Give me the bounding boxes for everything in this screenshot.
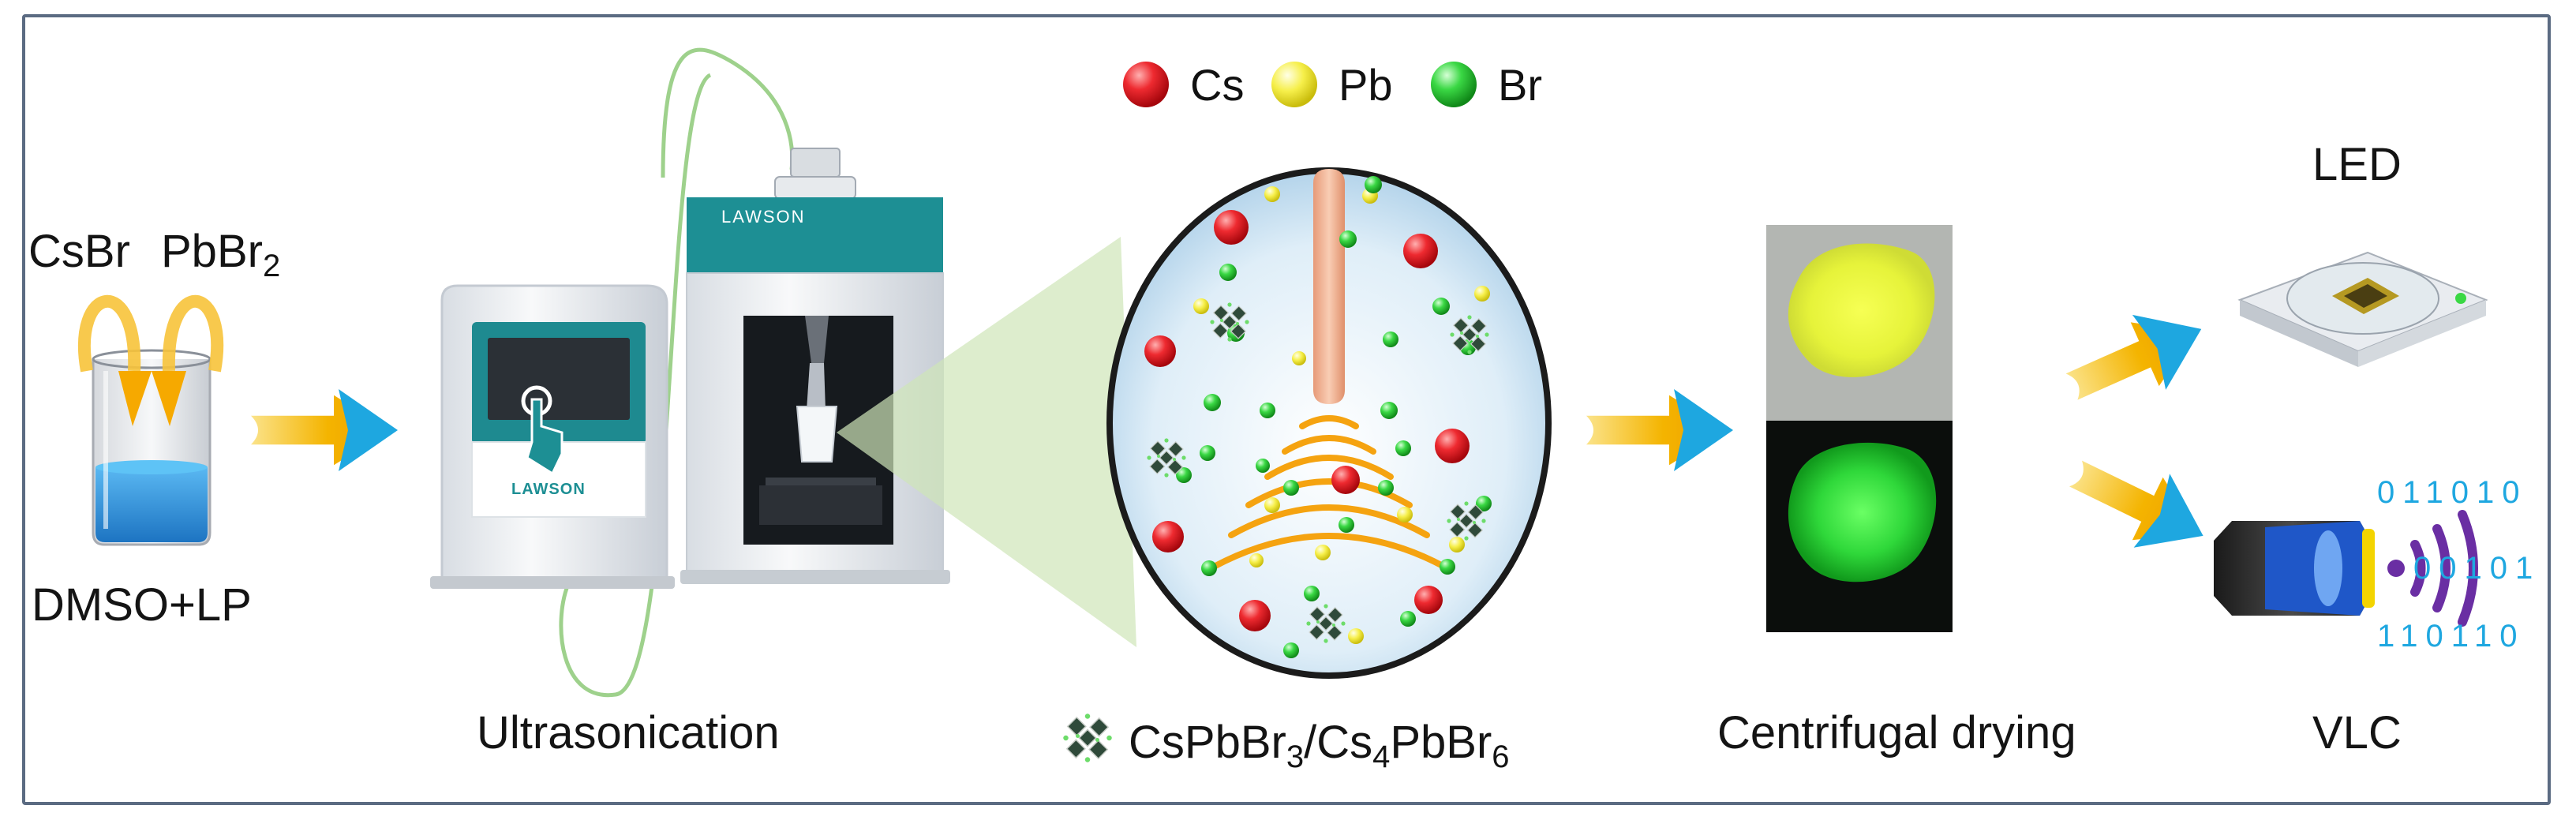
- br-atom: [1380, 402, 1398, 419]
- vlc-label: VLC: [2312, 710, 2402, 756]
- br-atom: [1283, 642, 1299, 658]
- pb-atom: [1348, 628, 1364, 644]
- br-atom: [1260, 403, 1275, 418]
- pb-atom: [1292, 351, 1306, 365]
- binary-row-2: 00101: [2413, 552, 2540, 584]
- br-atom: [1304, 586, 1320, 601]
- pb-atom: [1449, 537, 1465, 552]
- binary-row-1: 011010: [2377, 477, 2528, 508]
- ultrasonication-label: Ultrasonication: [477, 710, 780, 756]
- cs-atom: [1403, 234, 1438, 268]
- ultrasonicator-brand-top: LAWSON: [721, 208, 806, 226]
- product-label: CsPbBr3/Cs4PbBr6: [1129, 720, 1510, 773]
- pb-atom: [1397, 507, 1413, 522]
- br-atom: [1400, 611, 1416, 627]
- cs-atom: [1435, 429, 1470, 463]
- binary-row-3: 110110: [2377, 620, 2525, 652]
- legend-cs-atom: [1123, 62, 1169, 107]
- arrow-to-ultrasonication: [251, 389, 398, 471]
- legend-cs-label: Cs: [1190, 63, 1244, 107]
- pb-atom: [1474, 286, 1490, 302]
- cs-atom: [1214, 210, 1249, 245]
- cs-atom: [1414, 586, 1443, 614]
- ultrasonic-probe: [1313, 169, 1345, 404]
- cs-atom: [1239, 600, 1271, 631]
- cs-atom: [1152, 521, 1184, 552]
- legend-pb-atom: [1271, 62, 1317, 107]
- arrow-to-led: [2055, 291, 2218, 424]
- solvent-label: DMSO+LP: [32, 582, 252, 628]
- br-atom: [1200, 445, 1215, 461]
- br-atom: [1283, 480, 1299, 496]
- br-atom: [1440, 559, 1455, 575]
- legend-pb-label: Pb: [1339, 63, 1393, 107]
- centrifugal-drying-label: Centrifugal drying: [1717, 710, 2076, 756]
- ultrasonicator-brand-front: LAWSON: [511, 481, 586, 497]
- br-atom: [1395, 440, 1411, 456]
- arrow-to-centrifugal-drying: [1586, 389, 1733, 471]
- ultrasonicator-control-unit: [430, 286, 675, 589]
- powder-photo-uv: [1766, 421, 1953, 632]
- br-atom: [1383, 331, 1398, 347]
- beaker: [93, 350, 210, 545]
- br-atom: [1256, 459, 1270, 473]
- csbr-label: CsBr: [28, 229, 130, 275]
- br-atom: [1339, 230, 1357, 248]
- cs-atom: [1144, 335, 1176, 367]
- cs-atom: [1331, 466, 1360, 494]
- br-atom: [1432, 298, 1450, 315]
- br-atom: [1378, 480, 1394, 496]
- br-atom: [1339, 517, 1354, 533]
- br-atom: [1365, 176, 1382, 193]
- product-crystal-icon: [1063, 714, 1112, 762]
- led-chip: [2240, 253, 2486, 367]
- pb-atom: [1264, 186, 1280, 202]
- legend-br-atom: [1431, 62, 1477, 107]
- pb-atom: [1315, 545, 1331, 560]
- powder-photo-daylight: [1766, 225, 1953, 421]
- pb-atom: [1193, 298, 1209, 314]
- br-atom: [1201, 560, 1217, 576]
- legend-br-label: Br: [1498, 63, 1542, 107]
- br-atom: [1219, 264, 1237, 281]
- led-label: LED: [2312, 142, 2402, 188]
- pb-atom: [1264, 497, 1280, 513]
- arrow-to-vlc: [2057, 436, 2221, 572]
- pbbr2-label: PbBr2: [161, 229, 280, 282]
- br-atom: [1204, 394, 1221, 411]
- pb-atom: [1249, 553, 1264, 567]
